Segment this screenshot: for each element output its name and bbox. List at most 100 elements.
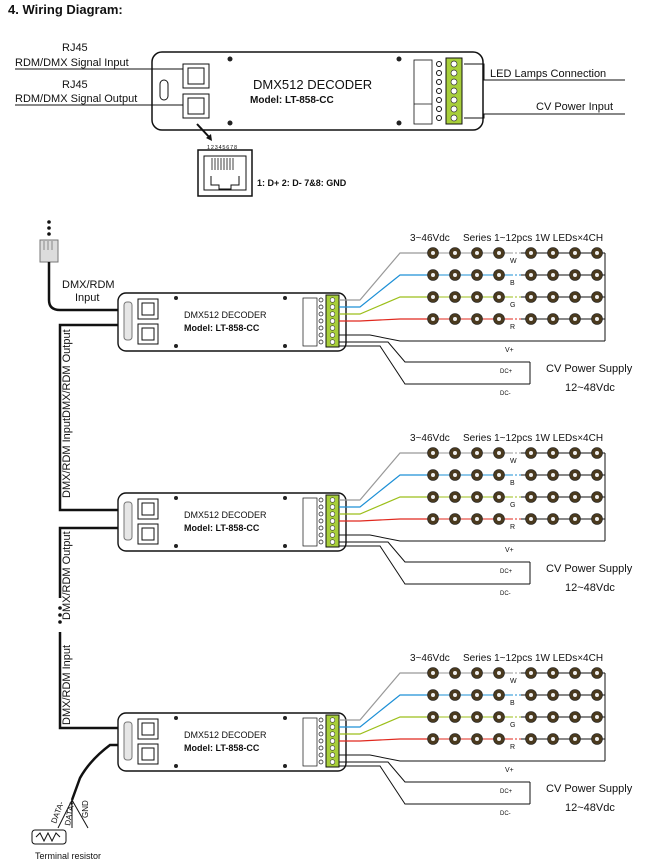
rj45-plug-icon [39, 239, 59, 263]
vertical-output-label-2: DMX/RDM Output [61, 531, 73, 620]
led-icon [427, 291, 439, 303]
decoder-body [117, 712, 347, 772]
decoder-model: Model: LT-858-CC [184, 523, 260, 533]
dots-top-icon [47, 220, 51, 236]
led-icon [471, 689, 483, 701]
top-decoder-model: Model: LT-858-CC [250, 95, 334, 106]
vertical-output-label-1: DMX/RDM Output [61, 329, 73, 418]
led-icon [471, 491, 483, 503]
led-icon [591, 711, 603, 723]
led-icon [547, 711, 559, 723]
led-icon [471, 291, 483, 303]
led-icon [471, 667, 483, 679]
led-icon [427, 313, 439, 325]
led-icon [471, 711, 483, 723]
channel-label-w: W [510, 678, 517, 685]
led-icon [591, 689, 603, 701]
led-icon [493, 269, 505, 281]
led-icon [569, 313, 581, 325]
led-icon [591, 667, 603, 679]
led-icon [471, 469, 483, 481]
led-icon [427, 689, 439, 701]
terminal-resistor-label: Terminal resistor [35, 851, 101, 861]
led-icon [569, 733, 581, 745]
led-icon [427, 513, 439, 525]
led-icon [547, 689, 559, 701]
led-icon [569, 667, 581, 679]
channel-label-r: R [510, 744, 515, 751]
led-icon [471, 733, 483, 745]
led-icon [449, 513, 461, 525]
vertical-input-label-1: DMX/RDM Input [61, 418, 73, 498]
led-icon [569, 711, 581, 723]
led-icon [547, 667, 559, 679]
led-icon [525, 269, 537, 281]
led-icon [493, 291, 505, 303]
led-icon [427, 667, 439, 679]
led-icon [569, 469, 581, 481]
led-icon [493, 491, 505, 503]
led-icon [427, 269, 439, 281]
dcminus-label: DC- [500, 591, 511, 597]
channel-label-g: G [510, 302, 515, 309]
rdm-output-label: RDM/DMX Signal Output [15, 93, 137, 105]
led-icon [449, 667, 461, 679]
series-label: Series 1~12pcs 1W LEDs×4CH [463, 653, 603, 664]
dmx-rdm-label: DMX/RDM [62, 279, 115, 291]
channel-label-r: R [510, 524, 515, 531]
led-icon [525, 313, 537, 325]
channel-label-w: W [510, 458, 517, 465]
led-icon [471, 313, 483, 325]
led-icon [493, 469, 505, 481]
led-icon [591, 733, 603, 745]
gnd-label: GND [81, 800, 90, 818]
dcminus-label: DC- [500, 391, 511, 397]
led-icon [547, 313, 559, 325]
led-icon [449, 711, 461, 723]
led-icon [547, 491, 559, 503]
top-decoder: DMX512 DECODER Model: LT-858-CC [151, 51, 484, 131]
led-icon [591, 491, 603, 503]
cv-power-supply-label: CV Power Supply [546, 783, 633, 795]
led-icon [449, 269, 461, 281]
page-title: 4. Wiring Diagram: [8, 2, 123, 17]
channel-label-g: G [510, 502, 515, 509]
led-icon [569, 247, 581, 259]
input-label: Input [75, 292, 99, 304]
supply-voltage-label: 12~48Vdc [565, 802, 615, 814]
led-icon [591, 469, 603, 481]
led-icon [427, 491, 439, 503]
rj45-label-2: RJ45 [62, 79, 88, 91]
series-label: Series 1~12pcs 1W LEDs×4CH [463, 233, 603, 244]
led-icon [471, 447, 483, 459]
led-icon [427, 247, 439, 259]
led-icon [427, 711, 439, 723]
rj45-jack-icon [196, 123, 253, 197]
led-icon [525, 733, 537, 745]
led-lamps-label: LED Lamps Connection [490, 68, 606, 80]
led-icon [493, 513, 505, 525]
rdm-input-label: RDM/DMX Signal Input [15, 57, 129, 69]
supply-voltage-label: 12~48Vdc [565, 582, 615, 594]
led-icon [547, 469, 559, 481]
led-icon [427, 469, 439, 481]
channel-label-b: B [510, 480, 515, 487]
vertical-input-label-2: DMX/RDM Input [61, 645, 73, 725]
rj45-label-1: RJ45 [62, 42, 88, 54]
led-icon [525, 491, 537, 503]
led-icon [493, 667, 505, 679]
led-icon [591, 291, 603, 303]
channel-label-g: G [510, 722, 515, 729]
led-icon [525, 689, 537, 701]
led-icon [493, 447, 505, 459]
led-icon [449, 491, 461, 503]
led-icon [525, 513, 537, 525]
rj45-pinout: 1: D+ 2: D- 7&8: GND [257, 178, 347, 188]
led-icon [591, 247, 603, 259]
led-icon [569, 491, 581, 503]
dcplus-label: DC+ [500, 369, 513, 375]
led-icon [449, 313, 461, 325]
